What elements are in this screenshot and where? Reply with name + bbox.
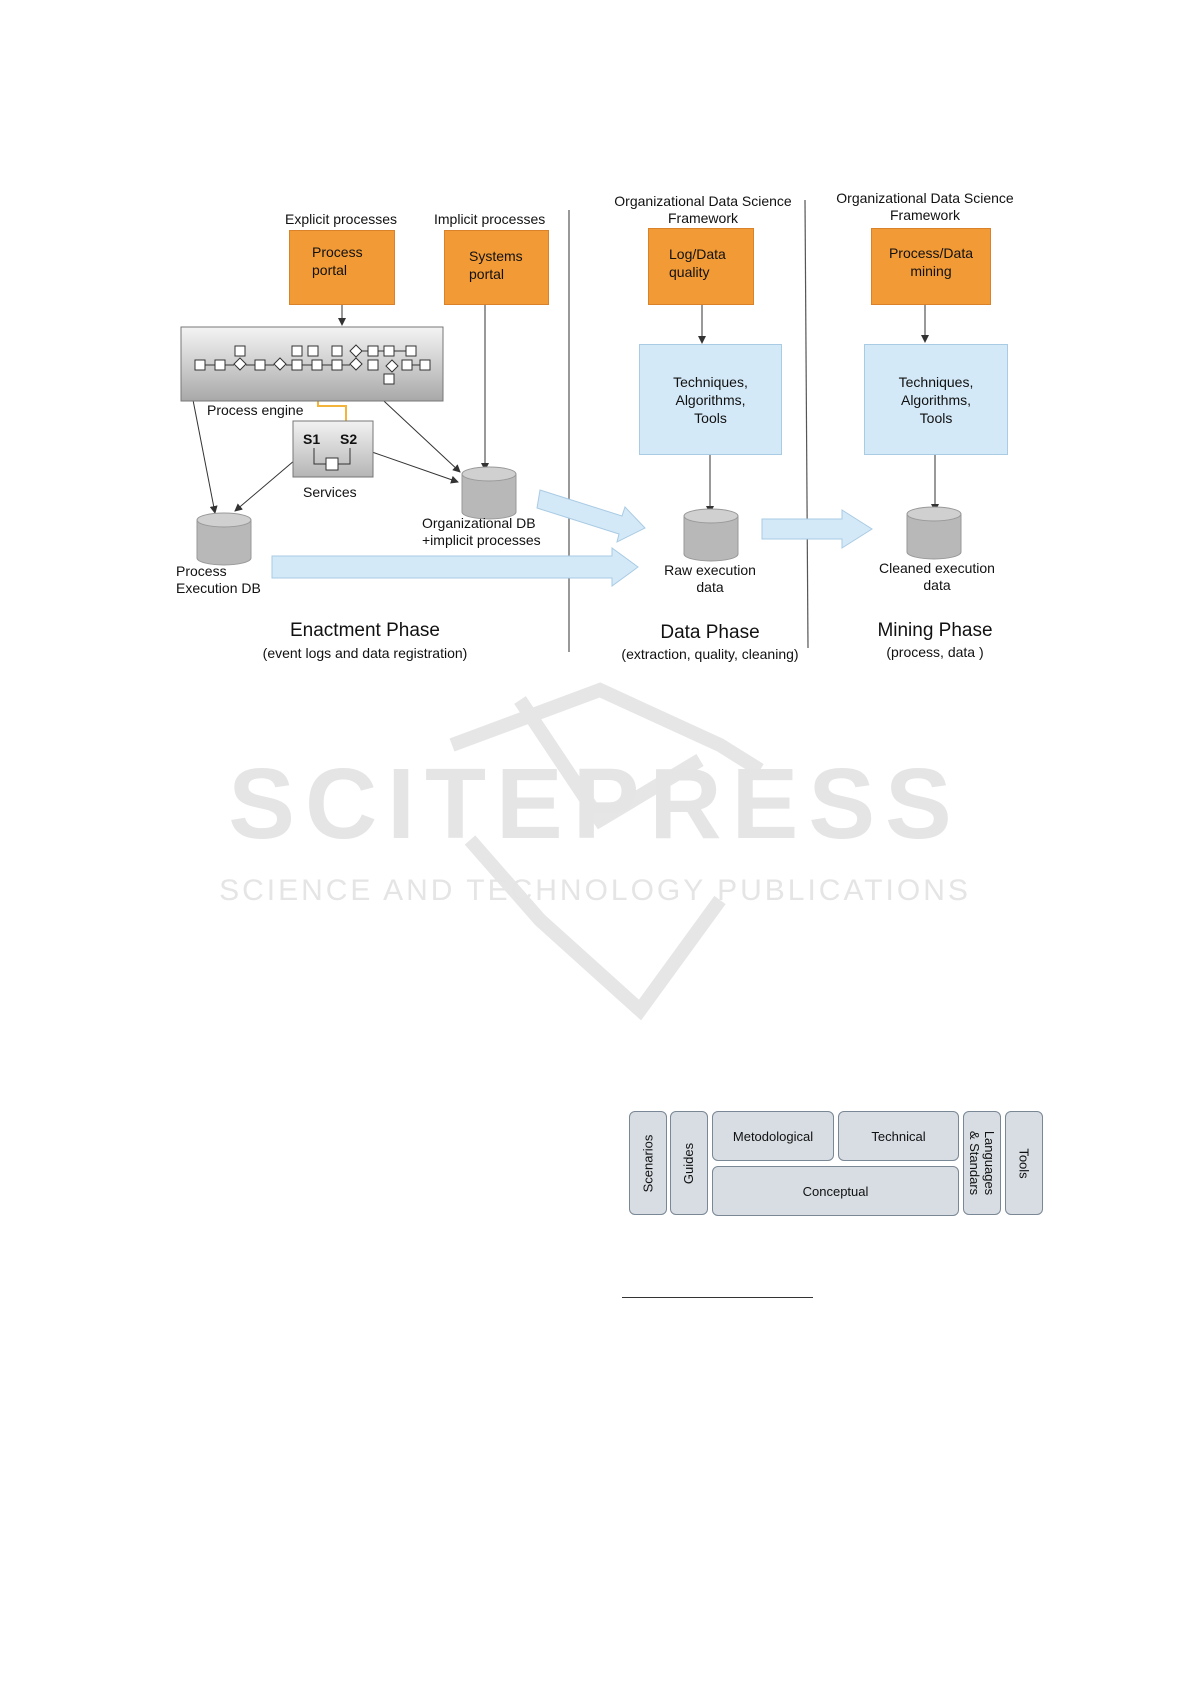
watermark-title: SCITEPRESS xyxy=(228,748,962,860)
framework-data-line2: Framework xyxy=(667,210,738,226)
techniques-data-box: Techniques, Algorithms, Tools xyxy=(639,344,782,455)
mining-phase-subtitle: (process, data ) xyxy=(886,644,984,660)
techniques-data-line1: Techniques, xyxy=(673,373,748,390)
systems-portal-line2: portal xyxy=(469,266,505,282)
process-portal-box: Process portal xyxy=(289,230,395,305)
data-phase-subtitle: (extraction, quality, cleaning) xyxy=(621,646,799,662)
cleaned-execution-line1: Cleaned execution xyxy=(879,560,995,576)
component-technical: Technical xyxy=(838,1111,959,1161)
framework-data-line1: Organizational Data Science xyxy=(614,193,792,209)
services-graphic xyxy=(292,420,374,478)
flow-arrow-orgdb-to-raw xyxy=(536,489,646,543)
component-conceptual: Conceptual xyxy=(712,1166,959,1216)
process-data-mining-box: Process/Data mining xyxy=(871,228,991,305)
raw-execution-db-icon xyxy=(683,508,739,562)
enactment-phase-title: Enactment Phase xyxy=(290,620,440,641)
separator-data-mining xyxy=(804,199,809,649)
flow-arrow-exec-to-raw xyxy=(271,547,639,587)
organizational-db-line2: +implicit processes xyxy=(422,532,541,548)
log-data-quality-line2: quality xyxy=(669,264,710,280)
process-engine-label: Process engine xyxy=(207,402,304,418)
footnote-rule xyxy=(622,1297,813,1298)
diagram-connectors xyxy=(192,199,939,652)
process-execution-db-line2: Execution DB xyxy=(176,580,261,596)
process-execution-db-line1: Process xyxy=(176,563,227,579)
techniques-mining-box: Techniques, Algorithms, Tools xyxy=(864,344,1008,455)
organizational-db-icon xyxy=(461,466,517,520)
process-execution-db-icon xyxy=(196,512,252,566)
cleaned-execution-data-label: Cleaned execution data xyxy=(862,560,1012,594)
techniques-mining-line2: Algorithms, xyxy=(900,391,972,408)
component-conceptual-label: Conceptual xyxy=(802,1183,869,1199)
component-metodological-label: Metodological xyxy=(732,1128,814,1144)
process-portal-line2: portal xyxy=(312,262,348,278)
raw-execution-line2: data xyxy=(696,579,724,595)
component-tools: Tools xyxy=(1005,1111,1043,1215)
component-languages-label: Languages & Standars xyxy=(967,1131,997,1195)
service-s2: S2 xyxy=(340,431,358,447)
component-languages-line2: & Standars xyxy=(967,1130,982,1196)
organizational-db-line1: Organizational DB xyxy=(422,515,536,531)
process-data-mining-line2: mining xyxy=(910,263,952,279)
cleaned-execution-line2: data xyxy=(923,577,951,593)
component-technical-label: Technical xyxy=(871,1128,926,1144)
techniques-data-line3: Tools xyxy=(694,409,727,426)
component-languages-standars: Languages & Standars xyxy=(963,1111,1001,1215)
organizational-db-label: Organizational DB +implicit processes xyxy=(422,515,541,549)
cleaned-execution-db-icon xyxy=(906,506,962,560)
mining-phase-title: Mining Phase xyxy=(877,620,993,641)
framework-label-mining: Organizational Data Science Framework xyxy=(820,190,1030,224)
flow-arrow-raw-to-cleaned xyxy=(761,509,873,549)
component-languages-line1: Languages xyxy=(982,1130,997,1196)
framework-mining-line1: Organizational Data Science xyxy=(836,190,1014,206)
raw-execution-data-label: Raw execution data xyxy=(650,562,770,596)
data-phase-title: Data Phase xyxy=(660,622,760,643)
log-data-quality-box: Log/Data quality xyxy=(648,228,754,305)
watermark-subtitle: SCIENCE AND TECHNOLOGY PUBLICATIONS xyxy=(219,874,971,907)
systems-portal-box: Systems portal xyxy=(444,230,549,305)
service-s1: S1 xyxy=(303,431,321,447)
techniques-data-line2: Algorithms, xyxy=(675,391,746,408)
techniques-mining-line1: Techniques, xyxy=(898,373,974,390)
process-portal-line1: Process xyxy=(312,244,363,260)
process-engine-graphic xyxy=(180,326,444,402)
framework-mining-line2: Framework xyxy=(889,207,960,223)
log-data-quality-line1: Log/Data xyxy=(669,246,726,262)
enactment-phase-subtitle: (event logs and data registration) xyxy=(262,645,468,661)
component-scenarios-label: Scenarios xyxy=(640,1134,656,1192)
component-tools-label: Tools xyxy=(1016,1147,1032,1179)
implicit-processes-label: Implicit processes xyxy=(434,211,546,227)
techniques-mining-line3: Tools xyxy=(919,409,953,426)
services-label: Services xyxy=(303,484,357,500)
process-data-mining-line1: Process/Data xyxy=(888,245,974,261)
component-metodological: Metodological xyxy=(712,1111,834,1161)
component-scenarios: Scenarios xyxy=(629,1111,667,1215)
framework-label-data: Organizational Data Science Framework xyxy=(598,193,808,227)
raw-execution-line1: Raw execution xyxy=(664,562,756,578)
component-guides-label: Guides xyxy=(681,1142,697,1184)
explicit-processes-label: Explicit processes xyxy=(285,211,398,227)
systems-portal-line1: Systems xyxy=(469,248,523,264)
process-execution-db-label: Process Execution DB xyxy=(176,563,261,597)
component-guides: Guides xyxy=(670,1111,708,1215)
